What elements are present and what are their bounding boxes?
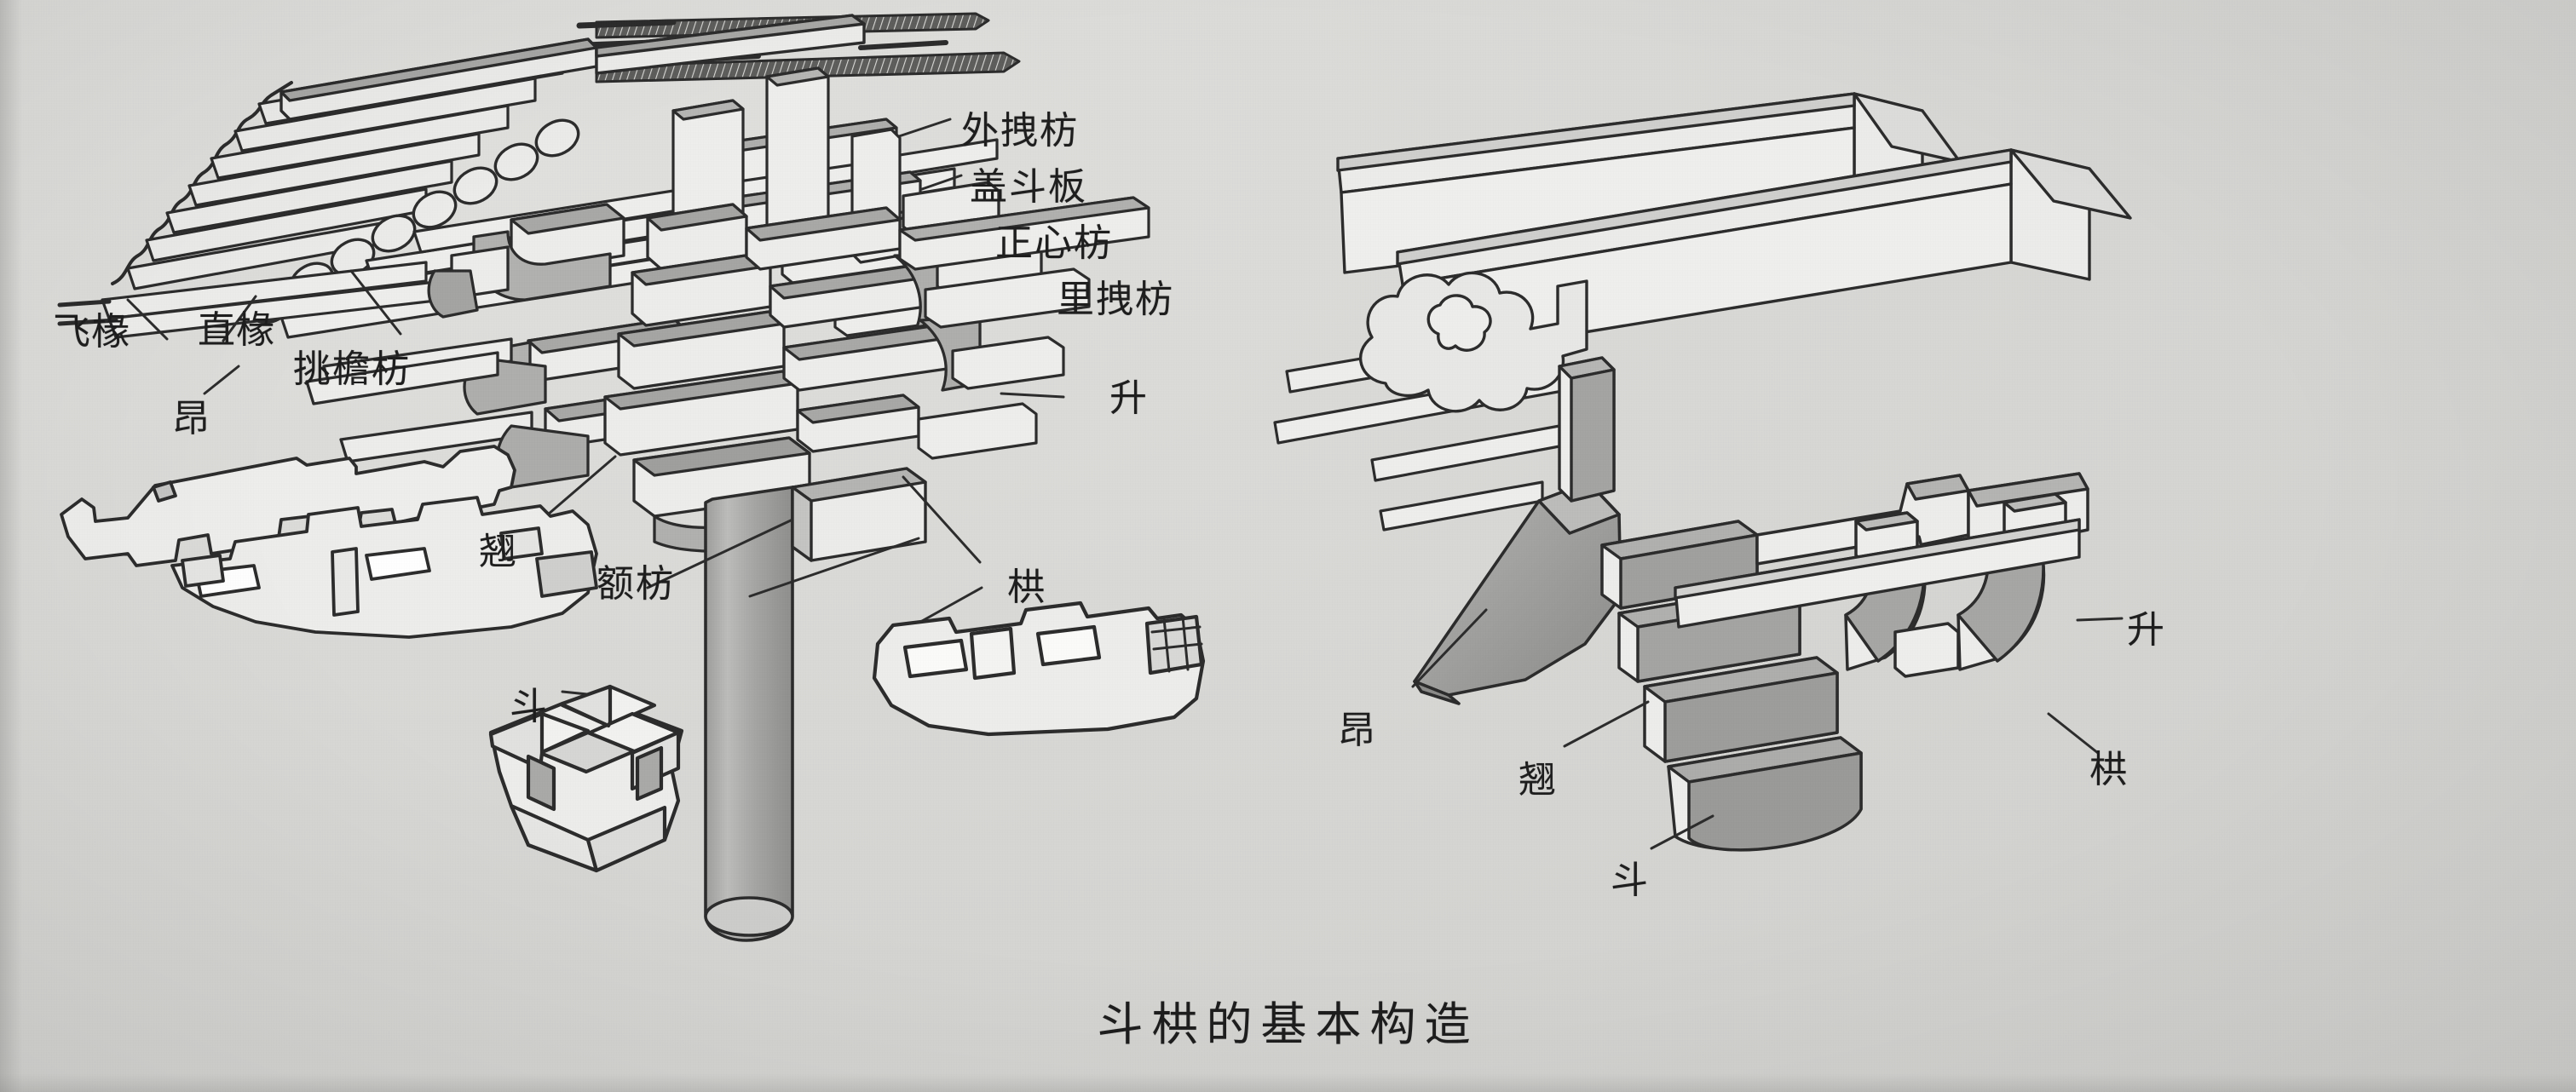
label-qiao: 翘: [479, 531, 518, 572]
label-ang: 昂: [172, 398, 211, 440]
label-feiyan: 飞椽: [53, 311, 131, 353]
label-gong: 栱: [1007, 566, 1046, 608]
label-zhengxinfang: 正心枋: [995, 222, 1113, 264]
label-dou-right: 斗: [1611, 859, 1650, 901]
efang-architrave: [791, 467, 927, 562]
label-dou: 斗: [510, 686, 549, 727]
label-ang-right: 昂: [1338, 710, 1377, 751]
label-qiao-right: 翘: [1519, 759, 1558, 801]
efang-leader: [646, 518, 920, 598]
label-lizhuaifang: 里拽枋: [1057, 279, 1174, 320]
left-leader-lines: [126, 269, 402, 395]
label-sheng-right: 升: [2127, 609, 2166, 651]
label-sheng: 升: [1109, 377, 1149, 419]
figure-caption: 斗栱的基本构造: [1097, 999, 1479, 1050]
label-waizhuaifang: 外拽枋: [961, 110, 1079, 152]
cloud-ornament: [1358, 271, 1588, 413]
central-dougong-cluster: [305, 181, 1043, 553]
label-gong-right: 栱: [2089, 749, 2129, 790]
component-qiao: [170, 496, 598, 639]
component-gong: [872, 601, 1206, 737]
central-column: [704, 486, 794, 942]
label-efang: 额枋: [596, 563, 675, 605]
component-dou-block: [488, 684, 684, 873]
right-diagram-artwork: [1273, 92, 2132, 852]
label-tiaoyanfang: 挑檐枋: [293, 348, 411, 390]
component-leader-lines: [540, 392, 1065, 698]
label-gaidouban: 盖斗板: [970, 166, 1087, 208]
right-extension-beams: [898, 196, 1150, 460]
label-zhiyan: 直椽: [198, 309, 276, 351]
